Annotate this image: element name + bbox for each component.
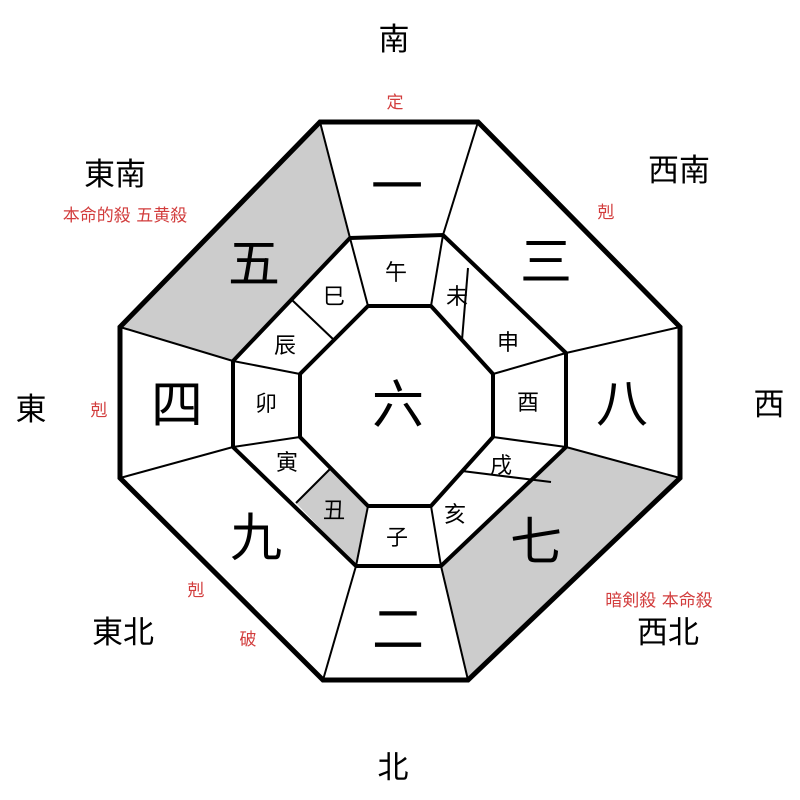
zodiac-uma: 午 bbox=[385, 261, 407, 286]
note-northeast-1: 剋 bbox=[188, 581, 205, 601]
direction-label-northeast: 東北 bbox=[92, 615, 154, 651]
sector-northwest-shade bbox=[441, 447, 680, 680]
star-southwest: 三 bbox=[520, 233, 572, 293]
zodiac-tatsu: 辰 bbox=[274, 334, 296, 359]
zodiac-ushi: 丑 bbox=[323, 499, 345, 524]
zodiac-saru: 申 bbox=[497, 331, 519, 356]
zodiac-mi: 巳 bbox=[323, 285, 345, 310]
direction-label-west: 西 bbox=[754, 387, 785, 423]
zodiac-hitsuji: 未 bbox=[446, 285, 468, 310]
zodiac-ushi-shade bbox=[296, 468, 368, 566]
note-northwest: 暗剣殺 本命殺 bbox=[605, 591, 712, 611]
zodiac-ring-dividers bbox=[232, 234, 567, 567]
note-southwest: 剋 bbox=[598, 203, 615, 223]
zodiac-inu: 戌 bbox=[490, 454, 512, 479]
star-east: 四 bbox=[151, 376, 203, 436]
note-southeast: 本命的殺 五黄殺 bbox=[63, 206, 187, 226]
star-southeast: 五 bbox=[228, 235, 280, 295]
direction-label-south: 南 bbox=[379, 22, 410, 58]
zodiac-u: 卯 bbox=[255, 392, 277, 417]
note-south: 定 bbox=[387, 93, 404, 113]
star-northeast: 九 bbox=[230, 509, 282, 569]
star-west: 八 bbox=[596, 375, 648, 435]
zodiac-tora: 寅 bbox=[276, 451, 298, 476]
star-south: 一 bbox=[371, 158, 423, 218]
zodiac-tori: 酉 bbox=[517, 391, 539, 416]
outer-ring-dividers bbox=[119, 121, 681, 681]
direction-label-southeast: 東南 bbox=[84, 157, 146, 193]
sector-southeast-shade bbox=[120, 122, 350, 361]
direction-label-southwest: 西南 bbox=[648, 153, 710, 189]
zodiac-ne: 子 bbox=[386, 526, 408, 551]
direction-label-north: 北 bbox=[378, 750, 409, 786]
note-east: 剋 bbox=[91, 401, 108, 421]
star-north: 二 bbox=[372, 601, 424, 661]
star-northwest: 七 bbox=[510, 513, 562, 573]
direction-label-east: 東 bbox=[16, 392, 47, 428]
zodiac-i: 亥 bbox=[444, 503, 466, 528]
note-northeast-2: 破 bbox=[240, 630, 257, 650]
center-star: 六 bbox=[372, 376, 424, 436]
direction-label-northwest: 西北 bbox=[637, 615, 699, 651]
